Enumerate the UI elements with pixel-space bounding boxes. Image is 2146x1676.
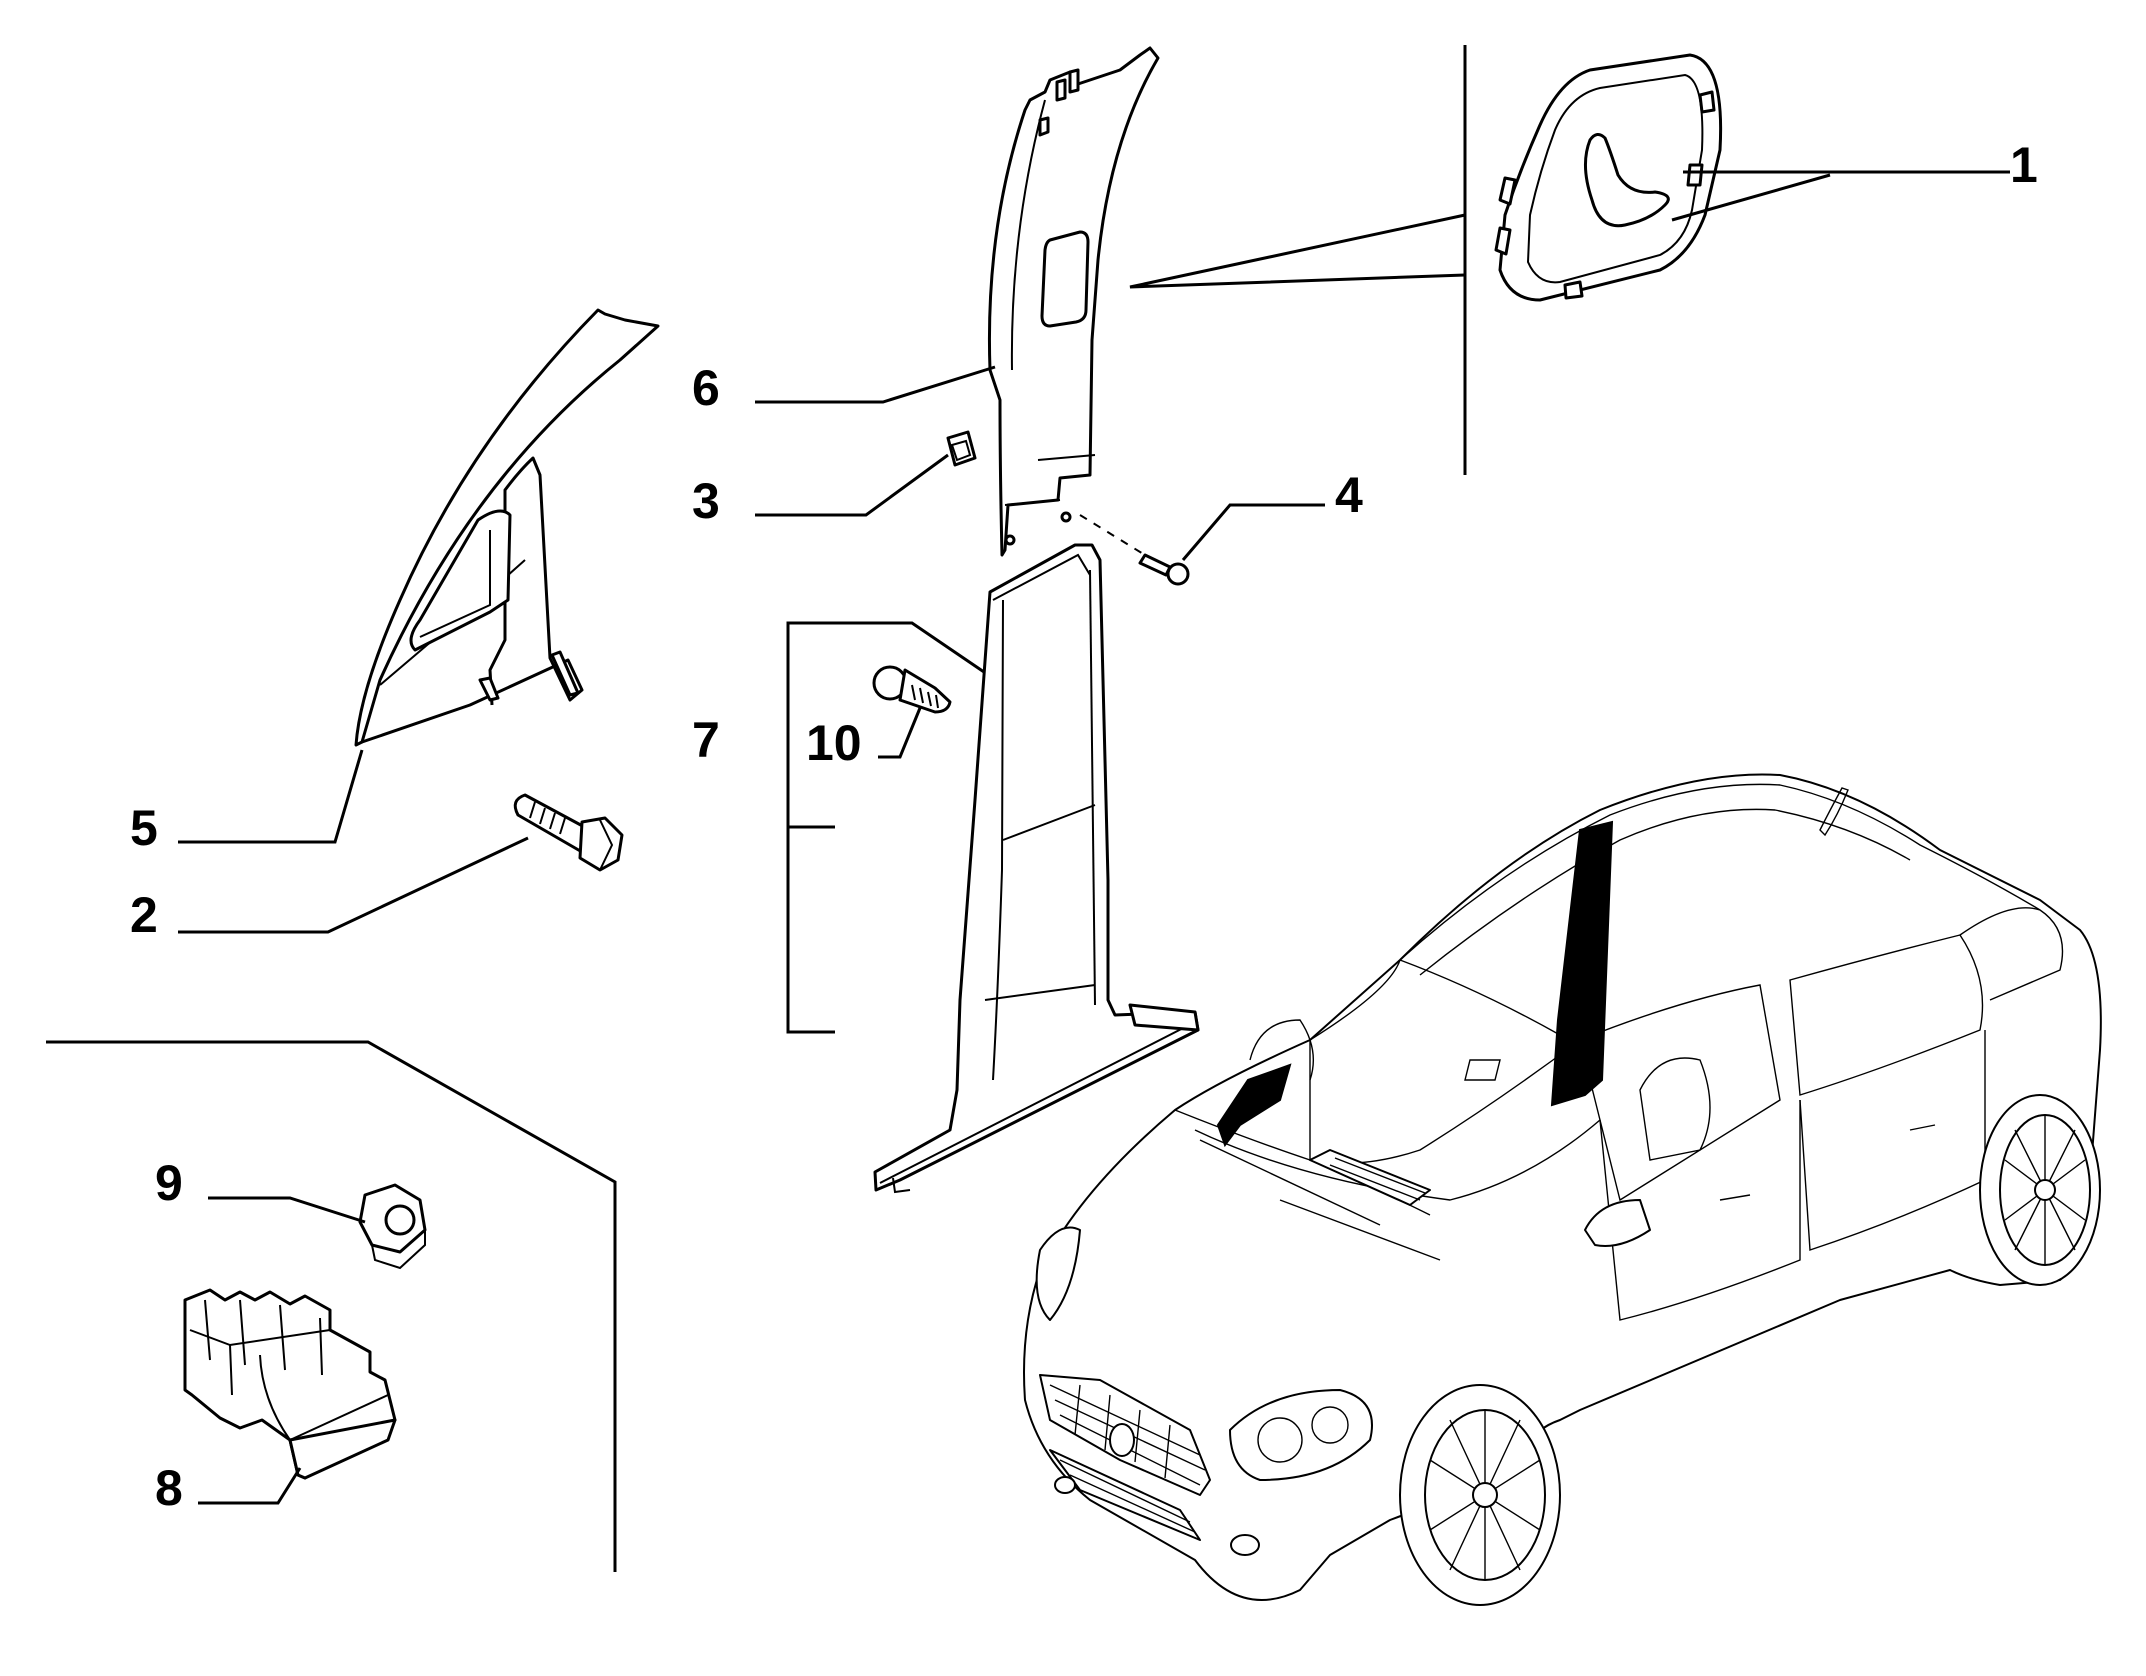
- callout-10: 10: [806, 715, 862, 771]
- leader-7-bracket: [786, 621, 985, 1034]
- part-3-clip: [946, 430, 977, 467]
- leader-1-link: [1671, 173, 1831, 222]
- part-1-pillar-cover: [1494, 53, 1723, 302]
- callout-labels: 1 2 3 4 5 6 7 8 9 10: [130, 137, 2038, 1516]
- part-8-channel-clip: [183, 1288, 397, 1480]
- part-7-lower-pillar-trim: [873, 543, 1200, 1194]
- highlighted-a-pillar: [1216, 1063, 1292, 1148]
- part-5-a-pillar-trim: [354, 308, 660, 747]
- leader-4: [1181, 503, 1325, 561]
- callout-4: 4: [1335, 467, 1363, 523]
- leader-5: [178, 749, 364, 844]
- callout-6: 6: [692, 360, 720, 416]
- leader-8: [198, 1467, 302, 1505]
- leader-9: [208, 1196, 366, 1224]
- bracket-part-1-6: [1129, 45, 1467, 475]
- group-divider: [46, 1040, 617, 1572]
- car-overview-illustration: [1023, 773, 2102, 1606]
- callout-5: 5: [130, 800, 158, 856]
- part-10-push-fastener: [872, 665, 952, 714]
- part-9-nut: [358, 1183, 427, 1270]
- leader-2: [178, 836, 529, 934]
- leader-6: [755, 365, 996, 404]
- callout-1: 1: [2010, 137, 2038, 193]
- callout-7: 7: [692, 712, 720, 768]
- callout-8: 8: [155, 1460, 183, 1516]
- leader-10: [878, 707, 922, 759]
- leader-lines: [46, 170, 2010, 1572]
- callout-3: 3: [692, 473, 720, 529]
- part-4-screw: [1079, 514, 1190, 586]
- highlighted-b-pillar: [1550, 820, 1614, 1107]
- part-2-bolt: [513, 793, 624, 872]
- leader-3: [755, 453, 949, 517]
- part-6-upper-pillar-trim: [987, 46, 1160, 557]
- callout-9: 9: [155, 1155, 183, 1211]
- callout-2: 2: [130, 887, 158, 943]
